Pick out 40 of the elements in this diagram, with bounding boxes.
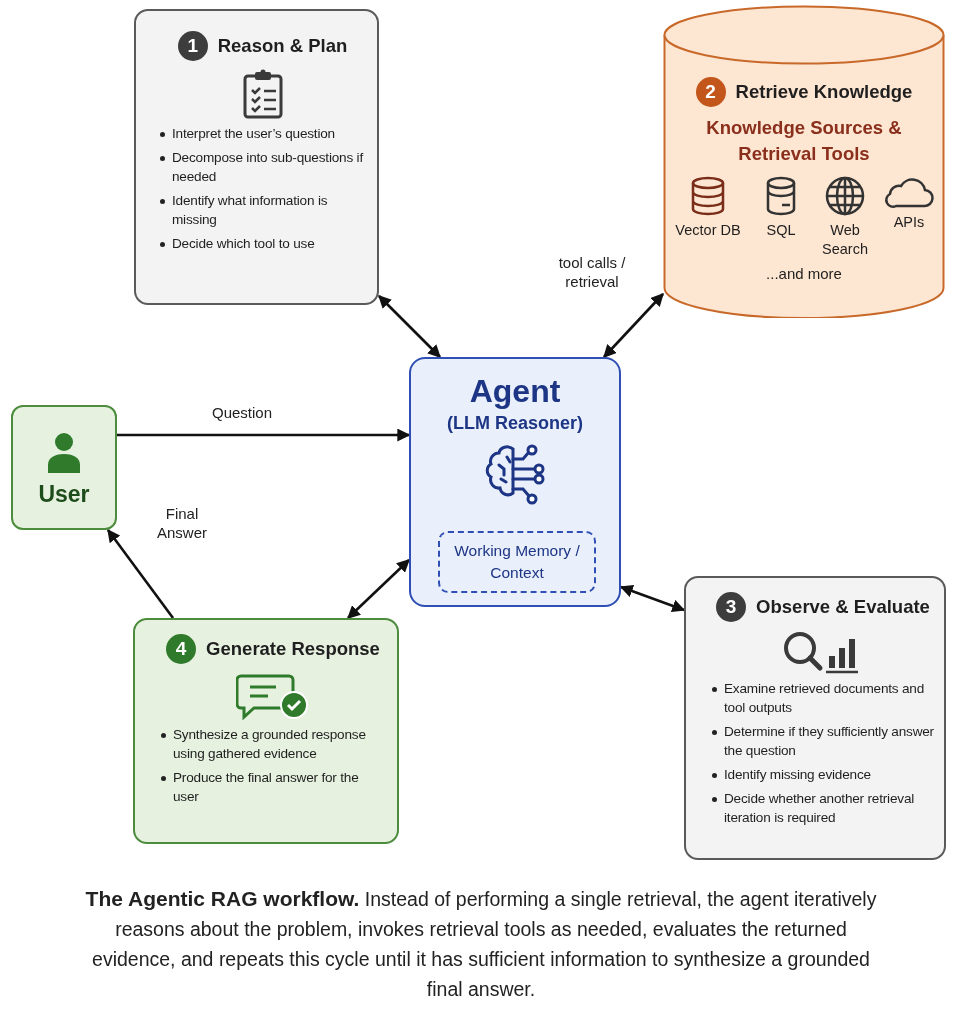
- bullet-text: Decide whether another retrieval iteration is required: [710, 789, 936, 827]
- step-card: [684, 576, 946, 860]
- arrow: [619, 584, 686, 613]
- bullet-text: Identify missing evidence: [710, 765, 936, 784]
- subtitle: Knowledge Sources & Retrieval Tools: [705, 116, 903, 166]
- bullet-text: Examine retrieved documents and tool outputs: [710, 679, 936, 717]
- arrow: [117, 428, 411, 442]
- bullet-text: Synthesize a grounded response using gathered evidence: [159, 725, 387, 763]
- memory-label: Working Memory / Context: [453, 541, 581, 583]
- bullet-text: Identify what information is missing: [158, 191, 367, 229]
- step-title: Observe & Evaluate: [756, 596, 930, 618]
- step-card: [133, 618, 399, 844]
- bullet-text: Determine if they sufficiently answer the question: [710, 722, 936, 760]
- bullet-text: Decompose into sub-questions if needed: [158, 148, 367, 186]
- agent-subtitle: (LLM Reasoner): [446, 412, 584, 435]
- step-card: [134, 9, 379, 305]
- step-number-badge: 1: [177, 31, 208, 61]
- user-box: [11, 405, 117, 530]
- arrow: [378, 295, 441, 358]
- step-title: Reason & Plan: [217, 35, 348, 57]
- caption: The Agentic RAG workflow. Instead of performing a single retrieval, the agent iteratively reasons about the problem, invokes retrieval tools as needed, evaluates the returned evidence, and repeats this cycle until it has sufficient information to synthesize a grounded final answer.: [84, 886, 878, 1002]
- tool-label: APIs: [892, 213, 926, 232]
- step-title: Generate Response: [206, 638, 380, 660]
- step-title: Retrieve Knowledge: [735, 81, 913, 103]
- agent-box: [409, 357, 621, 607]
- arrow: [106, 528, 175, 619]
- arrow: [603, 293, 664, 358]
- tool-label: Web Search: [821, 221, 869, 259]
- step-number-badge: 4: [166, 634, 197, 664]
- bullet-text: Decide which tool to use: [158, 234, 367, 253]
- tool-label: SQL: [765, 221, 797, 240]
- more-text: ...and more: [765, 265, 843, 282]
- step-number-badge: 3: [716, 592, 747, 622]
- arrow: [347, 559, 410, 619]
- bullet-text: Interpret the user’s question: [158, 124, 367, 143]
- memory-box: [438, 531, 596, 593]
- tool-label: Vector DB: [674, 221, 742, 240]
- agent-title: Agent: [468, 373, 562, 409]
- user-label: User: [37, 481, 91, 508]
- bullet-text: Produce the final answer for the user: [159, 768, 387, 806]
